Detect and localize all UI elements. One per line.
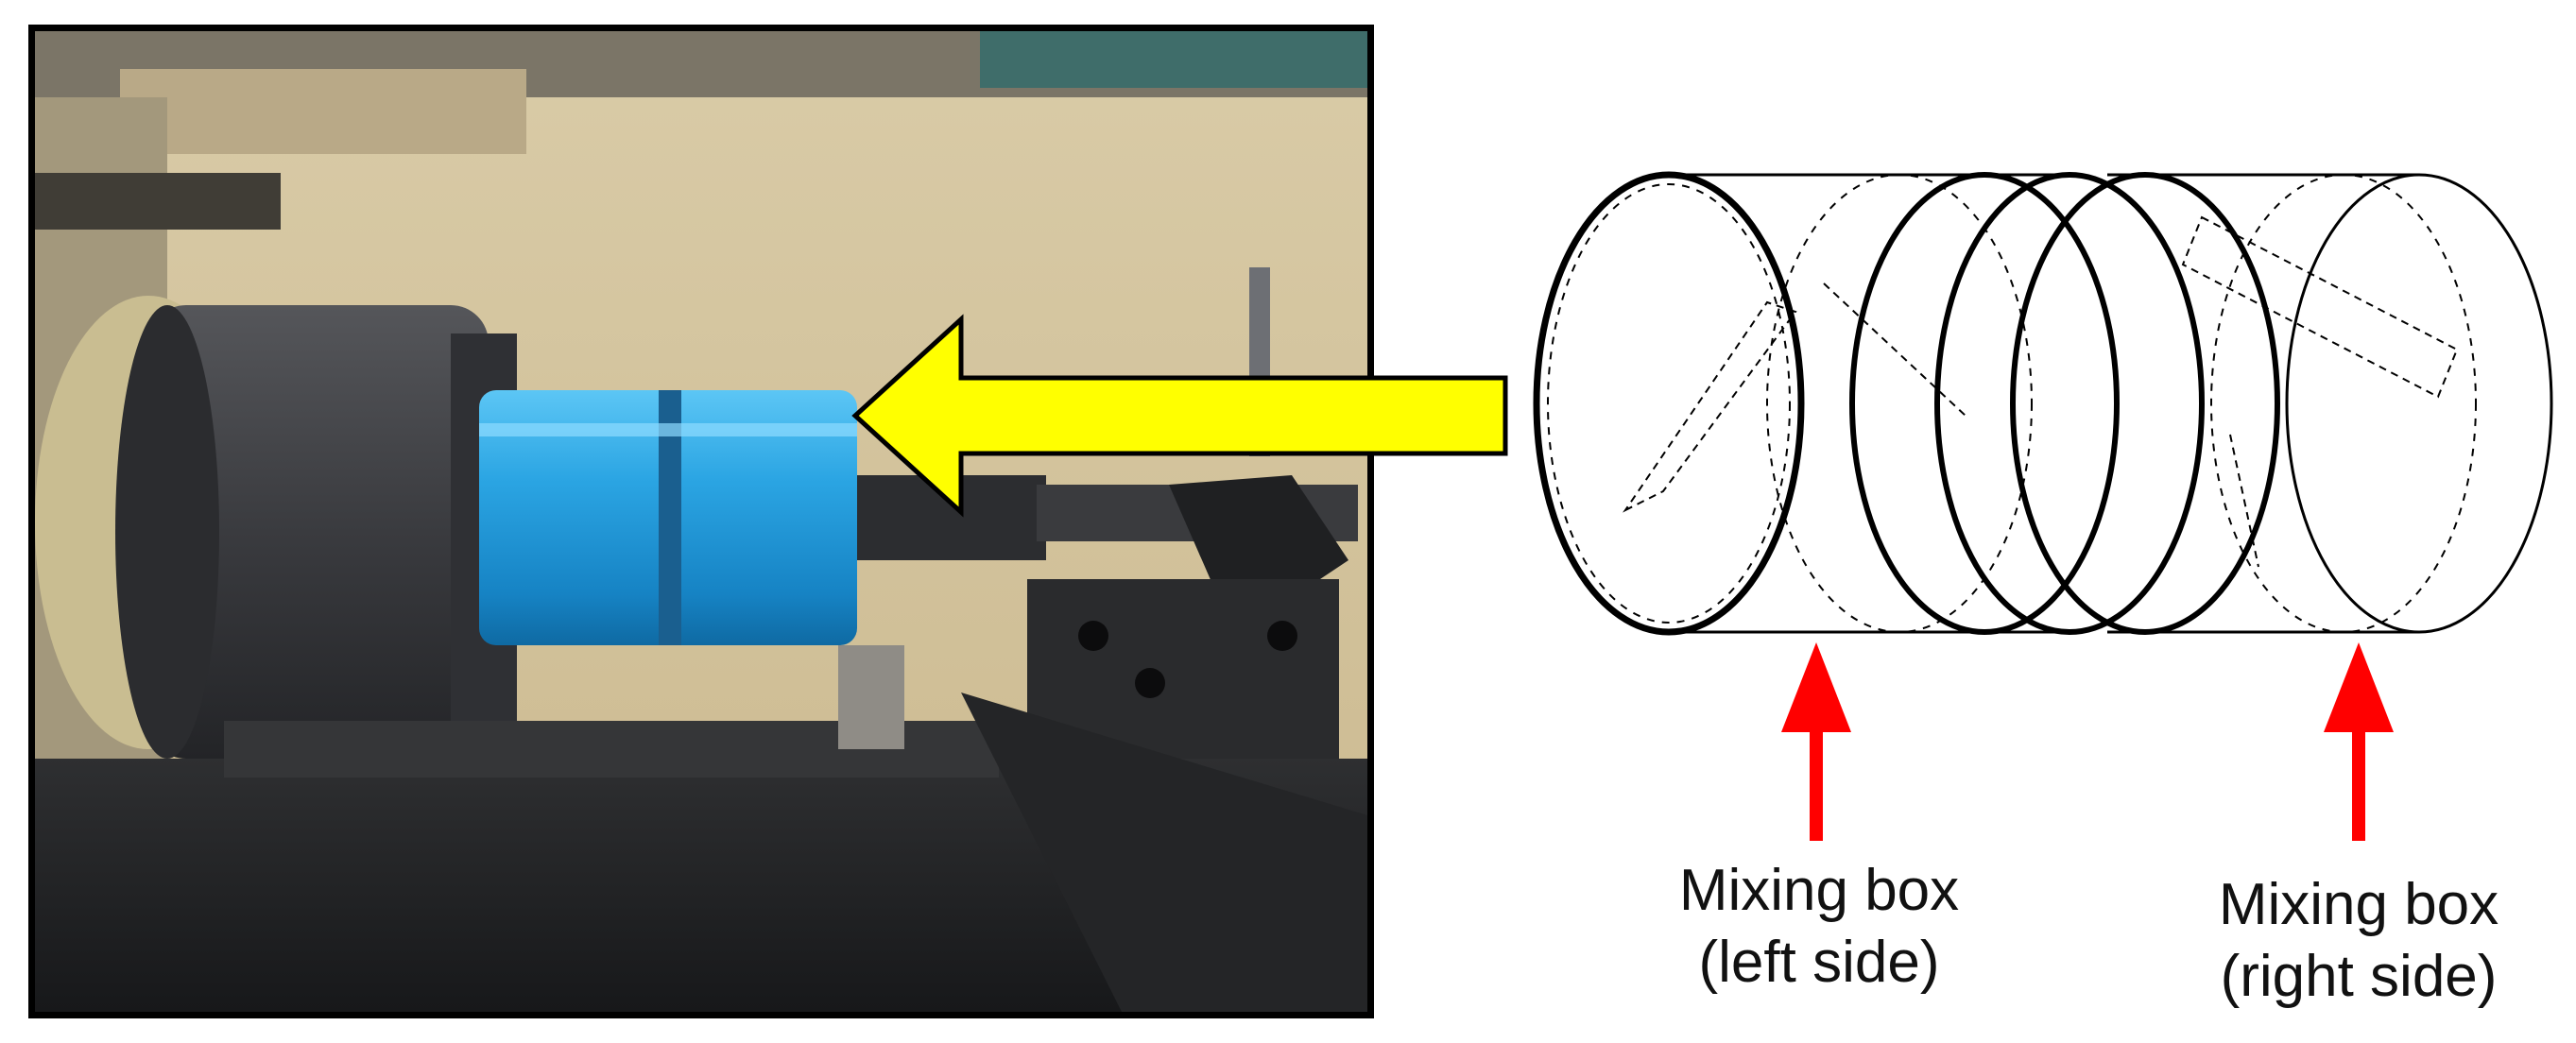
right-box-mid-ring bbox=[2210, 174, 2477, 633]
right-box-front-face bbox=[1849, 172, 2120, 635]
mixing-box-highlight bbox=[479, 423, 857, 436]
left-box-mid-ring bbox=[1766, 174, 2033, 633]
right-box-joint-ring bbox=[2010, 172, 2280, 635]
mixing-box-right-label: Mixing box (right side) bbox=[2141, 869, 2576, 1013]
headstock-rail bbox=[35, 173, 281, 230]
left-label-line1: Mixing box bbox=[1678, 858, 1960, 923]
right-box-back-face bbox=[2285, 173, 2553, 634]
red-arrow-right-head bbox=[2324, 642, 2394, 732]
top-right-panel bbox=[980, 31, 1367, 88]
right-box-vane bbox=[2229, 434, 2259, 568]
tool-bolt-2 bbox=[1135, 668, 1165, 698]
carriage bbox=[961, 692, 1367, 1012]
lathe-photo-drawing bbox=[35, 31, 1367, 1012]
tool-post bbox=[1169, 475, 1348, 636]
right-box-baffle bbox=[2181, 215, 2459, 399]
left-box-cylinder bbox=[1533, 171, 2205, 636]
left-box-front-inner bbox=[1547, 183, 1791, 624]
red-arrow-right-shaft bbox=[2352, 727, 2365, 841]
top-bracket bbox=[120, 69, 526, 154]
red-arrow-right bbox=[2324, 642, 2394, 841]
lathe-chuck bbox=[148, 305, 489, 759]
bed-block bbox=[838, 645, 904, 749]
red-arrow-left-shaft bbox=[1810, 727, 1823, 841]
left-box-front-face bbox=[1533, 171, 1805, 636]
right-label-line2: (right side) bbox=[2220, 944, 2498, 1009]
chuck-face bbox=[115, 305, 219, 759]
left-box-back-face bbox=[1934, 172, 2205, 635]
yellow-arrow bbox=[851, 314, 1508, 518]
tool-bolt-1 bbox=[1078, 621, 1108, 651]
red-arrow-left-head bbox=[1781, 642, 1851, 732]
right-box-cylinder bbox=[1849, 172, 2553, 635]
tool-bolt-3 bbox=[1267, 621, 1297, 651]
right-label-line1: Mixing box bbox=[2218, 872, 2499, 937]
mixing-box-left-label: Mixing box (left side) bbox=[1602, 855, 2036, 999]
lathe-photo bbox=[28, 25, 1374, 1018]
left-box-vane bbox=[1823, 282, 1966, 417]
left-box-baffle bbox=[1623, 300, 1797, 513]
red-arrow-left bbox=[1781, 642, 1851, 841]
left-label-line2: (left side) bbox=[1698, 930, 1940, 995]
